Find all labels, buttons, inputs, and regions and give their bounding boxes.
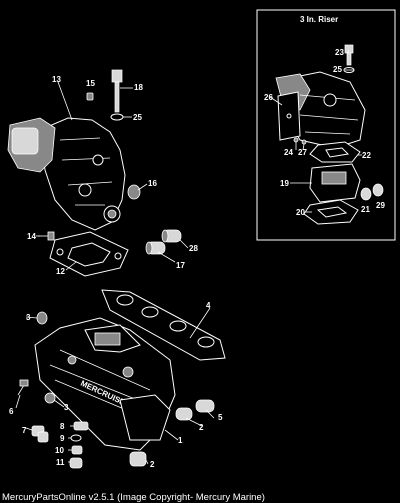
exhaust-manifold-1[interactable]: MERCRUISER <box>34 317 176 451</box>
fastener-24[interactable] <box>293 137 299 143</box>
bolt-18[interactable] <box>111 69 123 113</box>
gasket-22[interactable] <box>309 141 361 163</box>
callout-19: 19 <box>280 179 289 188</box>
callout-22: 22 <box>362 151 371 160</box>
callout-4: 4 <box>206 301 211 310</box>
callout-8: 8 <box>60 422 65 431</box>
fitting-8[interactable] <box>73 421 89 431</box>
callout-7: 7 <box>22 426 27 435</box>
callout-14: 14 <box>27 232 36 241</box>
fitting-14[interactable] <box>38 231 55 241</box>
copyright-footer: MercuryPartsOnline v2.5.1 (Image Copyrig… <box>2 492 265 503</box>
callout-12: 12 <box>56 267 65 276</box>
fitting-10[interactable] <box>71 445 83 455</box>
sleeve-5[interactable] <box>195 399 215 413</box>
callout-23: 23 <box>335 48 344 57</box>
callout-11: 11 <box>56 458 65 467</box>
plug-3-side[interactable] <box>44 392 56 404</box>
plug-2[interactable] <box>129 451 147 467</box>
callout-20: 20 <box>296 208 305 217</box>
sleeve-2-right[interactable] <box>175 407 193 421</box>
callout-2: 2 <box>150 460 155 469</box>
callout-26: 26 <box>264 93 273 102</box>
callout-10: 10 <box>55 446 64 455</box>
callout-18: 18 <box>134 83 143 92</box>
sleeve-17[interactable] <box>145 241 166 255</box>
plate-26[interactable] <box>277 91 301 141</box>
callout-1: 1 <box>178 436 183 445</box>
washer-9[interactable] <box>70 434 82 442</box>
callout-21: 21 <box>361 205 370 214</box>
plug-16[interactable] <box>127 184 141 200</box>
fastener-27[interactable] <box>301 139 307 145</box>
callouts: 13 15 18 25 16 14 12 28 17 4 3 3 6 7 8 9… <box>9 48 385 469</box>
bolt-6[interactable] <box>17 379 29 396</box>
bolt-23[interactable] <box>344 44 354 66</box>
callout-25b: 25 <box>333 65 342 74</box>
callout-5: 5 <box>218 413 223 422</box>
plug-3-top[interactable] <box>36 311 48 325</box>
washer-25[interactable] <box>110 113 124 121</box>
plug-15[interactable] <box>86 92 94 101</box>
manifold-gasket-4[interactable] <box>101 289 226 361</box>
sleeve-28[interactable] <box>161 229 182 243</box>
callout-13: 13 <box>52 75 61 84</box>
callout-3-side: 3 <box>64 403 69 412</box>
riser-inset-title: 3 In. Riser <box>300 15 338 24</box>
plug-11[interactable] <box>69 457 83 469</box>
callout-27: 27 <box>298 148 307 157</box>
riser-19[interactable] <box>309 163 361 203</box>
elbow-assembly[interactable] <box>7 117 126 231</box>
sleeve-21[interactable] <box>360 187 372 201</box>
callout-16: 16 <box>148 179 157 188</box>
callout-15: 15 <box>86 79 95 88</box>
leader-lines <box>15 49 362 465</box>
gasket-20[interactable] <box>303 199 359 225</box>
callout-24: 24 <box>284 148 293 157</box>
callout-6: 6 <box>9 407 14 416</box>
callout-9: 9 <box>60 434 65 443</box>
sleeve-29[interactable] <box>372 183 384 197</box>
callout-29: 29 <box>376 201 385 210</box>
gasket-12[interactable] <box>49 231 129 277</box>
callout-25a: 25 <box>133 113 142 122</box>
fitting-7[interactable] <box>31 425 49 443</box>
callout-3-top: 3 <box>26 313 31 322</box>
callout-28: 28 <box>189 244 198 253</box>
callout-2-right: 2 <box>199 423 204 432</box>
riser-inset-frame <box>256 9 396 241</box>
callout-17: 17 <box>176 261 185 270</box>
